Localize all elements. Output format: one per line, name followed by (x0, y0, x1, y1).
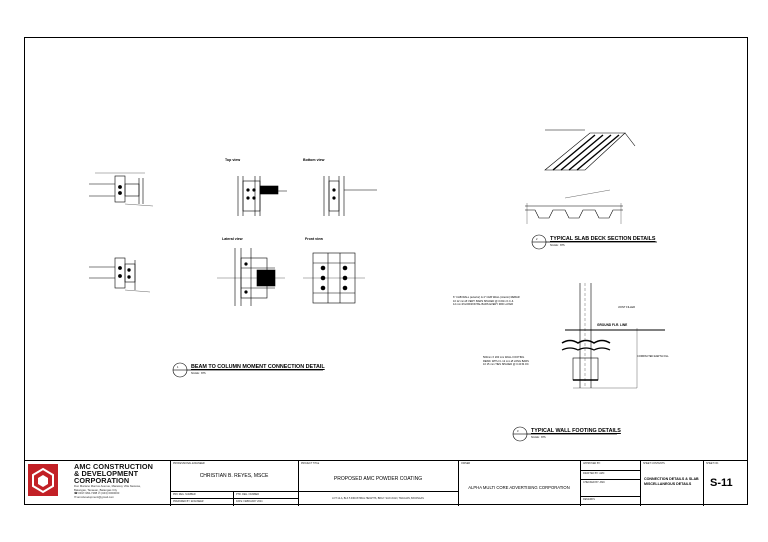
engineer-divider (171, 491, 298, 492)
logo-mark-icon (32, 467, 54, 494)
drawing-area (89, 129, 665, 442)
engineer-label: PROFESSIONAL ENGINEER (173, 462, 205, 465)
owner-name: ALPHA MULTI CORE ADVERTISING CORPORATION (468, 485, 570, 490)
prepared-label: PREPARED BY: ENGINEER (173, 500, 204, 503)
checked-label: CHECKED BY: AMC (583, 481, 605, 484)
engineer-cell: PROFESSIONAL ENGINEER CHRISTIAN B. REYES… (170, 461, 298, 506)
footing-note-line: 10 15 mm TIES SPACED @ 0.40 M.OC (483, 363, 529, 367)
sheet-contents-line: MISCELLANEOUS DETAILS (644, 482, 692, 486)
project-cell: PROJECT TITLE PROPOSED AMC POWDER COATIN… (298, 461, 458, 506)
company-name-line: AMC CONSTRUCTION (74, 462, 154, 471)
owner-cell: OWNER ALPHA MULTI CORE ADVERTISING CORPO… (458, 461, 580, 506)
approval-divider (581, 479, 640, 480)
sheet-no-label: SHEET NO. (706, 462, 719, 465)
detail-1-scale: SCALE : NTS (191, 372, 206, 375)
sheet-contents-cell: SHEET CONTENTS CONNECTION DETAILS & SLAB… (640, 461, 703, 506)
detail-2-number: 2 (536, 238, 538, 241)
date-label: DATE: FEBRUARY 2024 (236, 500, 263, 503)
email-icon: ✉ (74, 494, 77, 499)
engineer-divider (171, 498, 298, 499)
approval-divider (581, 496, 640, 497)
top-view-label: Top view (225, 158, 241, 162)
connection-sketch-upper (89, 172, 154, 207)
connection-sketch-lower (89, 257, 151, 293)
sheet-contents-label: SHEET CONTENTS (643, 462, 665, 465)
reg-divider (233, 491, 234, 506)
slab-deck-isometric (544, 129, 636, 171)
detail-1-title: BEAM TO COLUMN MOMENT CONNECTION DETAIL (191, 364, 325, 370)
prc-label: PRC REG. NUMBER (173, 493, 196, 496)
footing-note-line: REINF. WITH 3- 12 mm Ø LONG BARS (483, 359, 529, 363)
slab-deck-section (525, 189, 623, 224)
company-name-line: CORPORATION (74, 476, 130, 485)
company-contact: Don Mariano Marcos Avenue, Marawoy Villa… (74, 484, 141, 500)
engineer-name: CHRISTIAN B. REYES, MSCE (199, 473, 269, 479)
top-view-drawing (237, 176, 287, 216)
footing-note: 500mm X 200 mm WALL FOOTING REINF. WITH … (483, 356, 529, 367)
title-block: AMC CONSTRUCTION & DEVELOPMENT CORPORATI… (25, 460, 747, 506)
project-divider (299, 491, 458, 492)
ground-line-note: GROUND FLR. LINE (597, 323, 628, 327)
approval-divider (581, 470, 640, 471)
company-tel: (043) 0000000 (101, 491, 120, 495)
chb-note-line: 6" CHB WALL (exterior) & 4" CHB WALL (in… (453, 296, 520, 299)
company-email-row: ✉ amcdevelopment@gmail.com (74, 494, 141, 500)
approved-label: APPROVED BY: (583, 462, 601, 465)
earth-fill-note: COMPACTED EARTH FILL (637, 355, 669, 358)
lateral-view-label: Lateral view (222, 237, 243, 241)
sheet-contents-line: CONNECTION DETAILS & SLAB (644, 477, 699, 481)
detail-3-number: 3 (517, 430, 519, 433)
company-phone: 0917-984-7288 (78, 491, 98, 495)
detail-2-scale: SCALE : NTS (550, 244, 565, 247)
drafted-label: DRAFTED BY: AMC (583, 472, 605, 475)
lateral-view-drawing (217, 248, 285, 306)
chb-wall-note: 6" CHB WALL (exterior) & 4" CHB WALL (in… (453, 296, 520, 307)
detail-1-number: 1 (177, 366, 179, 369)
chb-note-line: 12 mm Ø HORIZONTAL BARS EVERY 3RD LAYER (453, 303, 513, 307)
detail-1-callout (172, 362, 323, 378)
bottom-view-label: Bottom view (303, 158, 325, 162)
project-label: PROJECT TITLE (301, 462, 320, 465)
sheet-number: S-11 (710, 477, 733, 489)
front-view-label: Front view (305, 237, 323, 241)
joint-filler-note: JOINT FILLER (618, 306, 635, 309)
project-address: LOT 12-A, BLK 5 INDUSTRIAL HEIGHTS, BRGY… (332, 497, 424, 500)
remarks-label: REMARKS (583, 498, 595, 501)
company-name: AMC CONSTRUCTION & DEVELOPMENT CORPORATI… (74, 463, 153, 484)
detail-3-callout (512, 426, 617, 442)
drawing-sheet: Top view Bottom view Lateral view Front … (24, 37, 748, 506)
project-title: PROPOSED AMC POWDER COATING (333, 476, 423, 482)
front-view-drawing (303, 252, 365, 304)
owner-label: OWNER (461, 462, 471, 465)
approval-cell: APPROVED BY: DRAFTED BY: AMC CHECKED BY:… (580, 461, 640, 506)
detail-3-scale: SCALE : NTS (531, 436, 546, 439)
chb-note-line: 10 12 mm Ø VERT. BARS SPACED @ 0.60m O.C… (453, 299, 514, 303)
phone-icon: ☎ (74, 491, 78, 495)
footing-note-line: 500mm X 200 mm WALL FOOTING (483, 356, 525, 359)
detail-2-callout (531, 234, 657, 250)
company-logo (28, 464, 58, 496)
company-address-line: Don Mariano Marcos Avenue, Marawoy Villa… (74, 484, 141, 488)
detail-2-title: TYPICAL SLAB DECK SECTION DETAILS (550, 236, 656, 242)
ptr-label: PTR. REG. NUMBER (236, 493, 259, 496)
company-email: amcdevelopment@gmail.com (77, 494, 115, 499)
sheet-contents-text: CONNECTION DETAILS & SLAB MISCELLANEOUS … (644, 477, 699, 487)
company-address-line: Batangas, Tanauan, Batangas City (74, 487, 118, 492)
wall-footing-section (561, 283, 665, 389)
bottom-view-drawing (323, 176, 377, 216)
company-name-line: & DEVELOPMENT (74, 469, 139, 478)
detail-3-title: TYPICAL WALL FOOTING DETAILS (531, 428, 621, 434)
company-phone-row: ☎ 0917-984-7288 ✆ (043) 0000000 (74, 491, 141, 496)
sheet-number-cell: SHEET NO. S-11 (703, 461, 747, 506)
